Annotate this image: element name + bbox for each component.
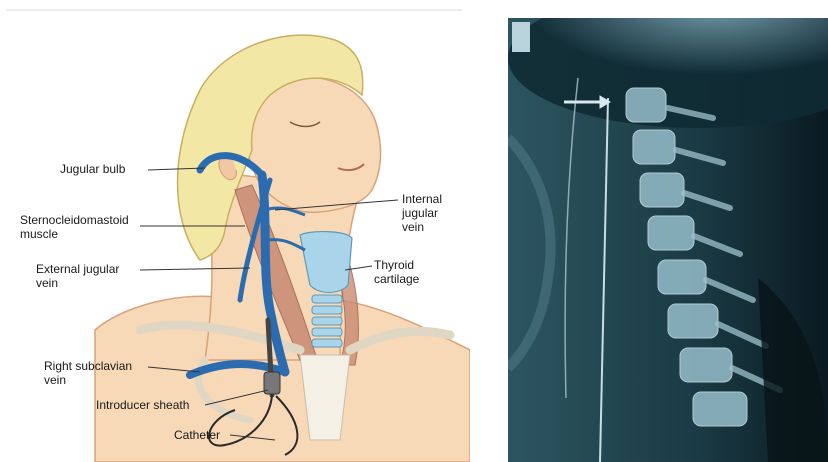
label-jugular-bulb: Jugular bulb [60, 162, 125, 176]
label-catheter-text: Catheter [174, 428, 220, 442]
label-jugular-bulb-text: Jugular bulb [60, 162, 125, 176]
label-right-subclavian-line1: Right subclavian [44, 359, 132, 373]
label-introducer-sheath: Introducer sheath [96, 398, 189, 412]
label-internal-jugular-line2: jugular [402, 206, 442, 220]
label-external-jugular-line1: External jugular [36, 262, 119, 276]
label-right-subclavian-line2: vein [44, 373, 132, 387]
label-internal-jugular-line3: vein [402, 220, 442, 234]
label-thyroid-line1: Thyroid [374, 258, 419, 272]
label-external-jugular: External jugular vein [36, 262, 119, 290]
label-external-jugular-line2: vein [36, 276, 119, 290]
trachea-rings [312, 295, 342, 347]
lateral-neck-xray [508, 18, 828, 462]
label-internal-jugular: Internal jugular vein [402, 192, 442, 234]
label-sternocleidomastoid: Sternocleidomastoid muscle [20, 213, 129, 241]
label-introducer-sheath-text: Introducer sheath [96, 398, 189, 412]
label-right-subclavian: Right subclavian vein [44, 359, 132, 387]
label-sternocleidomastoid-line1: Sternocleidomastoid [20, 213, 129, 227]
label-sternocleidomastoid-line2: muscle [20, 227, 129, 241]
label-thyroid-cartilage: Thyroid cartilage [374, 258, 419, 286]
corner-marker [512, 22, 530, 52]
label-internal-jugular-line1: Internal [402, 192, 442, 206]
label-catheter: Catheter [174, 428, 220, 442]
label-thyroid-line2: cartilage [374, 272, 419, 286]
